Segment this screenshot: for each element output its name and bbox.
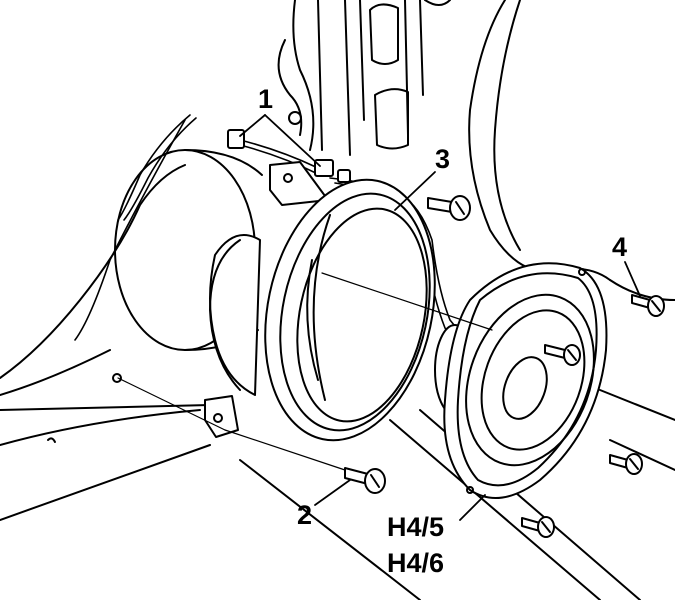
callout-h4-5: H4/5 (387, 512, 444, 542)
callout-3: 3 (435, 144, 450, 174)
screw-hole-left (112, 373, 122, 383)
screw-right-lower (609, 453, 643, 475)
leader-lines (239, 114, 641, 521)
screw-top (427, 195, 471, 221)
speaker-adapter-ring (204, 161, 436, 442)
callout-2: 2 (297, 500, 312, 530)
screw-2 (344, 467, 386, 494)
screw-speaker-center (544, 344, 581, 366)
door-speaker (434, 262, 608, 499)
callout-labels: 1 3 4 2 H4/5 H4/6 (258, 84, 627, 578)
callout-1: 1 (258, 84, 273, 114)
screw-right-4 (631, 294, 665, 317)
callout-h4-6: H4/6 (387, 548, 444, 578)
callout-4: 4 (612, 232, 627, 262)
screw-bottom-right (521, 516, 555, 538)
alignment-lines (117, 272, 493, 471)
connector-plug (227, 129, 351, 183)
